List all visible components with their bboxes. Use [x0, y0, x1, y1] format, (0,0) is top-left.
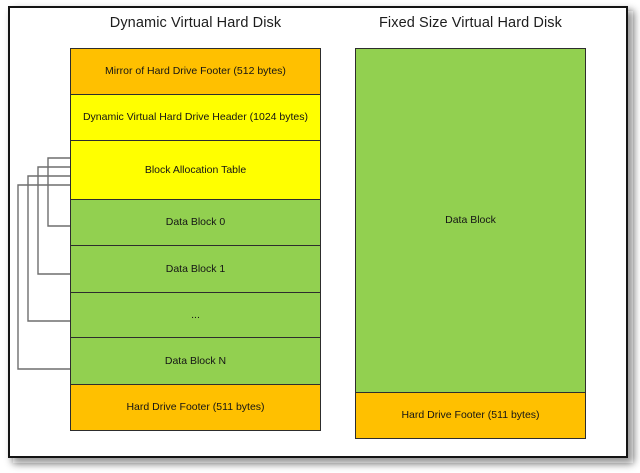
- segment-dynamic-header[interactable]: Dynamic Virtual Hard Drive Header (1024 …: [70, 93, 321, 142]
- segment-label: Block Allocation Table: [144, 164, 247, 177]
- title-fixed-size-virtual-hard-disk: Fixed Size Virtual Hard Disk: [378, 15, 563, 31]
- segment-label: Hard Drive Footer (511 bytes): [126, 401, 265, 414]
- segment-fixed-hard-drive-footer[interactable]: Hard Drive Footer (511 bytes): [355, 391, 586, 439]
- segment-fixed-data-block[interactable]: Data Block: [355, 48, 586, 393]
- segment-data-block-ellipsis[interactable]: ...: [70, 291, 321, 339]
- segment-label: Data Block 0: [165, 216, 226, 229]
- segment-mirror-hard-drive-footer[interactable]: Mirror of Hard Drive Footer (512 bytes): [70, 48, 321, 95]
- segment-label: Data Block: [445, 214, 496, 227]
- segment-hard-drive-footer[interactable]: Hard Drive Footer (511 bytes): [70, 383, 321, 431]
- segment-label: Mirror of Hard Drive Footer (512 bytes): [105, 65, 286, 78]
- fixed-disk-stack: Data Block Hard Drive Footer (511 bytes): [355, 48, 586, 439]
- segment-label: Hard Drive Footer (511 bytes): [401, 408, 540, 421]
- segment-label: Data Block 1: [165, 262, 226, 275]
- dynamic-disk-stack: Mirror of Hard Drive Footer (512 bytes) …: [70, 48, 321, 431]
- segment-label: Data Block N: [164, 354, 227, 367]
- connector-bat-to-data-block-ellipsis: [27, 175, 70, 322]
- segment-data-block-n[interactable]: Data Block N: [70, 337, 321, 386]
- connector-bat-to-data-block-1: [37, 166, 70, 275]
- segment-data-block-0[interactable]: Data Block 0: [70, 199, 321, 247]
- segment-label: Dynamic Virtual Hard Drive Header (1024 …: [82, 111, 309, 124]
- connector-bat-to-data-block-0: [47, 157, 70, 227]
- title-dynamic-virtual-hard-disk: Dynamic Virtual Hard Disk: [109, 15, 282, 31]
- connector-bat-to-data-block-n: [17, 184, 70, 370]
- segment-label: ...: [191, 308, 200, 321]
- segment-block-allocation-table[interactable]: Block Allocation Table: [70, 140, 321, 201]
- segment-data-block-1[interactable]: Data Block 1: [70, 244, 321, 293]
